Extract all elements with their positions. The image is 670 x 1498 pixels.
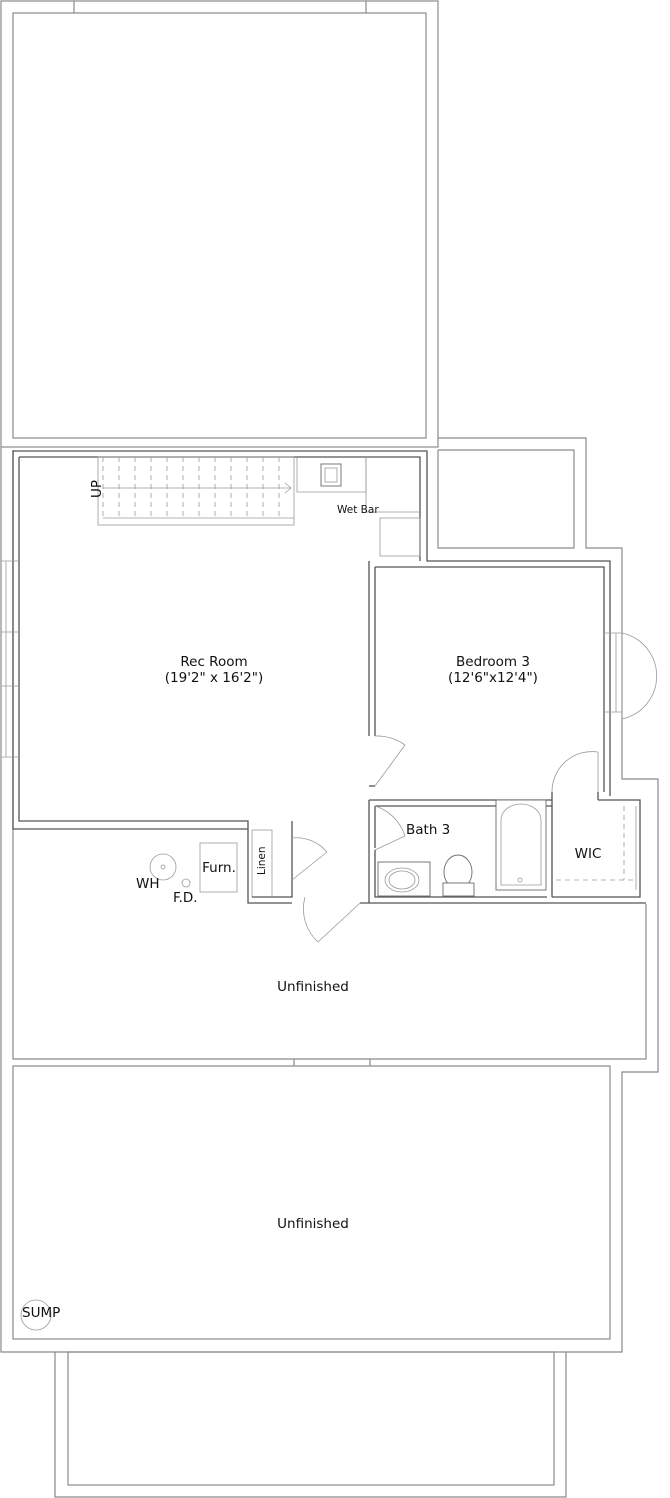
sump-label: SUMP [22,1305,60,1321]
linen-closet [251,829,361,943]
linen-name: Linen [256,846,268,875]
wic-name: WIC [575,846,602,862]
unfinished-mid-label: Unfinished [277,979,349,995]
rec-room-dims: (19'2" x 16'2") [165,670,263,686]
exterior-walls [0,437,659,1353]
rec-room-name: Rec Room [180,654,247,670]
bar-sink [320,463,342,487]
bedroom-3 [368,561,658,792]
walk-in-closet [551,751,641,898]
unfinished-lower-label: Unfinished [277,1216,349,1232]
water-heater-symbol [149,853,177,881]
sump-pit [20,1299,52,1331]
wet-bar-label: Wet Bar [337,504,379,516]
staircase: UP [89,456,295,526]
upper-unexcavated-area [0,0,439,448]
bath-3 [360,799,646,904]
floor-drain-label: F.D. [173,890,198,906]
mechanical-equipment [20,842,238,1331]
room-labels: Rec Room (19'2" x 16'2") Bedroom 3 (12'6… [22,654,601,1321]
furnace-box [199,842,238,893]
stairs-up-label: UP [89,480,105,498]
water-heater-label: WH [136,876,160,892]
bedroom-3-name: Bedroom 3 [456,654,530,670]
furnace-label: Furn. [202,860,236,876]
lower-exterior-block [54,1351,567,1498]
vanity [377,861,431,897]
bath-3-name: Bath 3 [406,822,450,838]
wet-bar: Wet Bar [296,457,421,557]
bedroom-3-dims: (12'6"x12'4") [448,670,538,686]
bathtub [495,799,547,891]
floor-drain-symbol [181,878,191,888]
